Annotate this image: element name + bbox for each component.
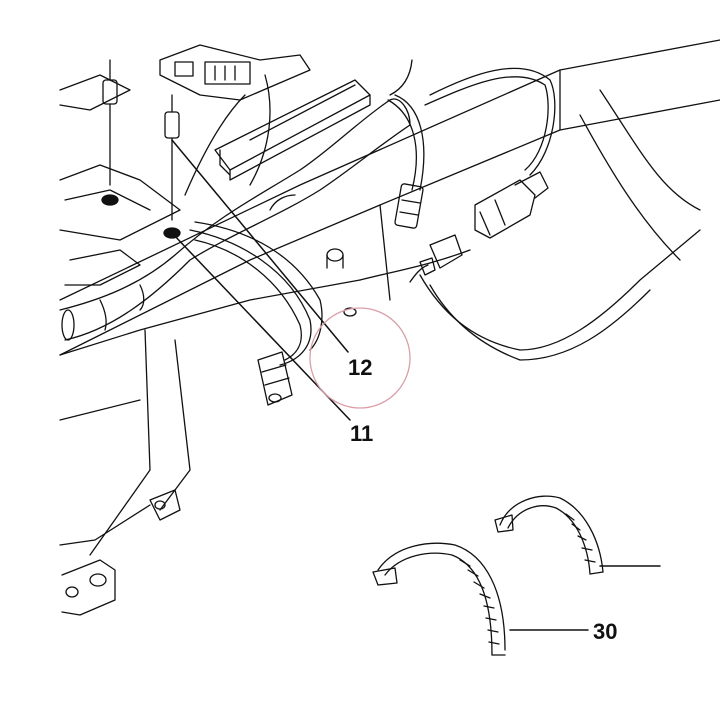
- connector-right: [474, 171, 549, 239]
- chassis-frame: [59, 39, 720, 616]
- fixing-bolt: [326, 248, 357, 317]
- leader-line-12: [171, 139, 349, 353]
- cable-tie-large: [372, 542, 506, 656]
- wire-bundle: [184, 59, 556, 366]
- harness-sleeve: [59, 98, 411, 341]
- connector-left: [257, 351, 293, 406]
- leader-lines: [171, 139, 661, 631]
- connector-small: [409, 234, 463, 283]
- control-unit-box: [159, 44, 371, 181]
- connector-center: [394, 183, 424, 229]
- highlight-circle: [309, 307, 411, 409]
- cable-tie-small: [494, 495, 604, 575]
- callout-12: 12: [348, 355, 373, 380]
- mounting-stud-1: [101, 59, 119, 206]
- callout-11: 11: [350, 421, 374, 446]
- callout-30: 30: [593, 619, 618, 644]
